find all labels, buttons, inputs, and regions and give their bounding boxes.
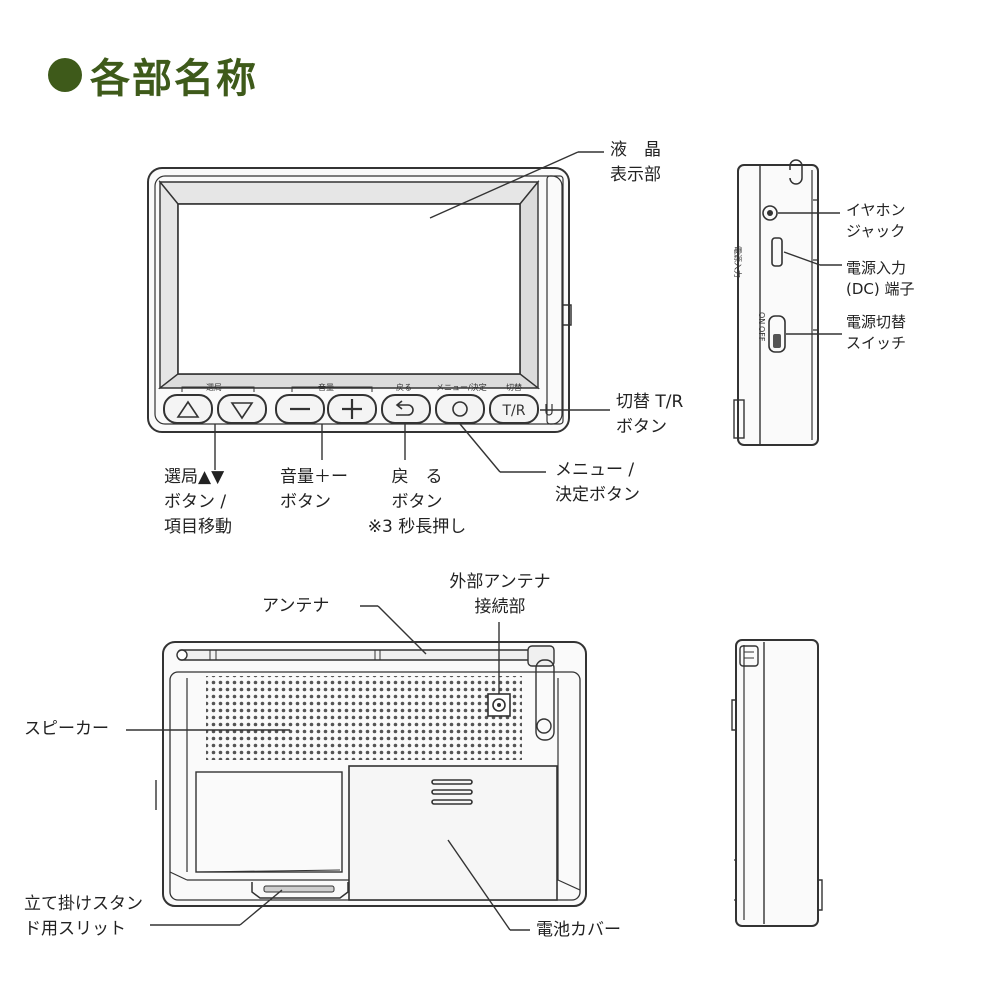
earphone-jack-icon (762, 205, 778, 221)
triangle-up-icon (176, 400, 200, 418)
side-print-off: OFF (757, 326, 766, 342)
title-bullet-icon (48, 58, 82, 92)
ext-antenna-callout: 外部アンテナ 接続部 (449, 572, 551, 617)
triangle-down-icon (230, 402, 254, 420)
speaker-grille (206, 676, 522, 760)
volume-up-button[interactable] (327, 394, 377, 424)
back-button-callout: 戻 る ボタン ※3 秒長押し (367, 467, 467, 537)
front-leaders (214, 151, 610, 473)
menu-enter-button[interactable] (435, 394, 485, 424)
back-arrow-icon (395, 400, 414, 416)
front-view (147, 167, 572, 433)
dc-port-callout: 電源入力 (DC) 端子 (846, 259, 915, 298)
power-switch-callout: 電源切替 スイッチ (846, 313, 907, 352)
page-title: 各部名称 (90, 56, 258, 102)
back-button[interactable] (381, 394, 431, 424)
tr-button-text: T/R (502, 403, 526, 419)
panel-print-switch: 切替 (506, 383, 522, 392)
battery-cover (348, 765, 558, 901)
stand-slit (251, 882, 349, 899)
side-view-right (733, 159, 819, 446)
channel-button-callout: 選局▲▼ ボタン / 項目移動 (164, 467, 232, 537)
plus-icon (342, 399, 362, 419)
channel-up-button[interactable] (163, 394, 213, 424)
panel-print-volume: 音量 (318, 383, 334, 392)
side-view-left (731, 639, 823, 927)
ext-antenna-connector-icon (487, 693, 511, 717)
panel-print-back: 戻る (396, 383, 412, 392)
volume-button-callout: 音量＋ー ボタン (280, 467, 348, 512)
battery-cover-grip (431, 779, 473, 805)
circle-icon (452, 401, 468, 417)
volume-down-button[interactable] (275, 394, 325, 424)
lcd-callout: 液 晶 表示部 (610, 140, 661, 185)
back-view (155, 641, 587, 907)
earphone-jack-callout: イヤホン ジャック (846, 201, 906, 240)
stand-slit-callout: 立て掛けスタン ド用スリット (24, 894, 143, 939)
menu-button-callout: メニュー / 決定ボタン (555, 460, 640, 505)
power-switch-icon (768, 315, 786, 353)
battery-cover-callout: 電池カバー (536, 920, 621, 940)
back-leaders (126, 605, 530, 931)
speaker-callout: スピーカー (24, 719, 109, 739)
side-print-dc: 電源入力 (733, 246, 742, 278)
side-leaders (778, 212, 842, 335)
side-print-on: ON (757, 312, 766, 325)
dc-port-icon (771, 237, 783, 267)
panel-print-channel: 選局 (206, 383, 222, 392)
lcd-screen (177, 203, 521, 375)
antenna (176, 645, 555, 741)
tr-switch-button[interactable] (489, 394, 539, 424)
tr-switch-callout: 切替 T/R ボタン (616, 392, 684, 437)
antenna-callout: アンテナ (262, 596, 330, 616)
panel-print-menu: メニュー/決定 (436, 383, 487, 392)
lcd-bezel (158, 181, 540, 205)
channel-down-button[interactable] (217, 394, 267, 424)
